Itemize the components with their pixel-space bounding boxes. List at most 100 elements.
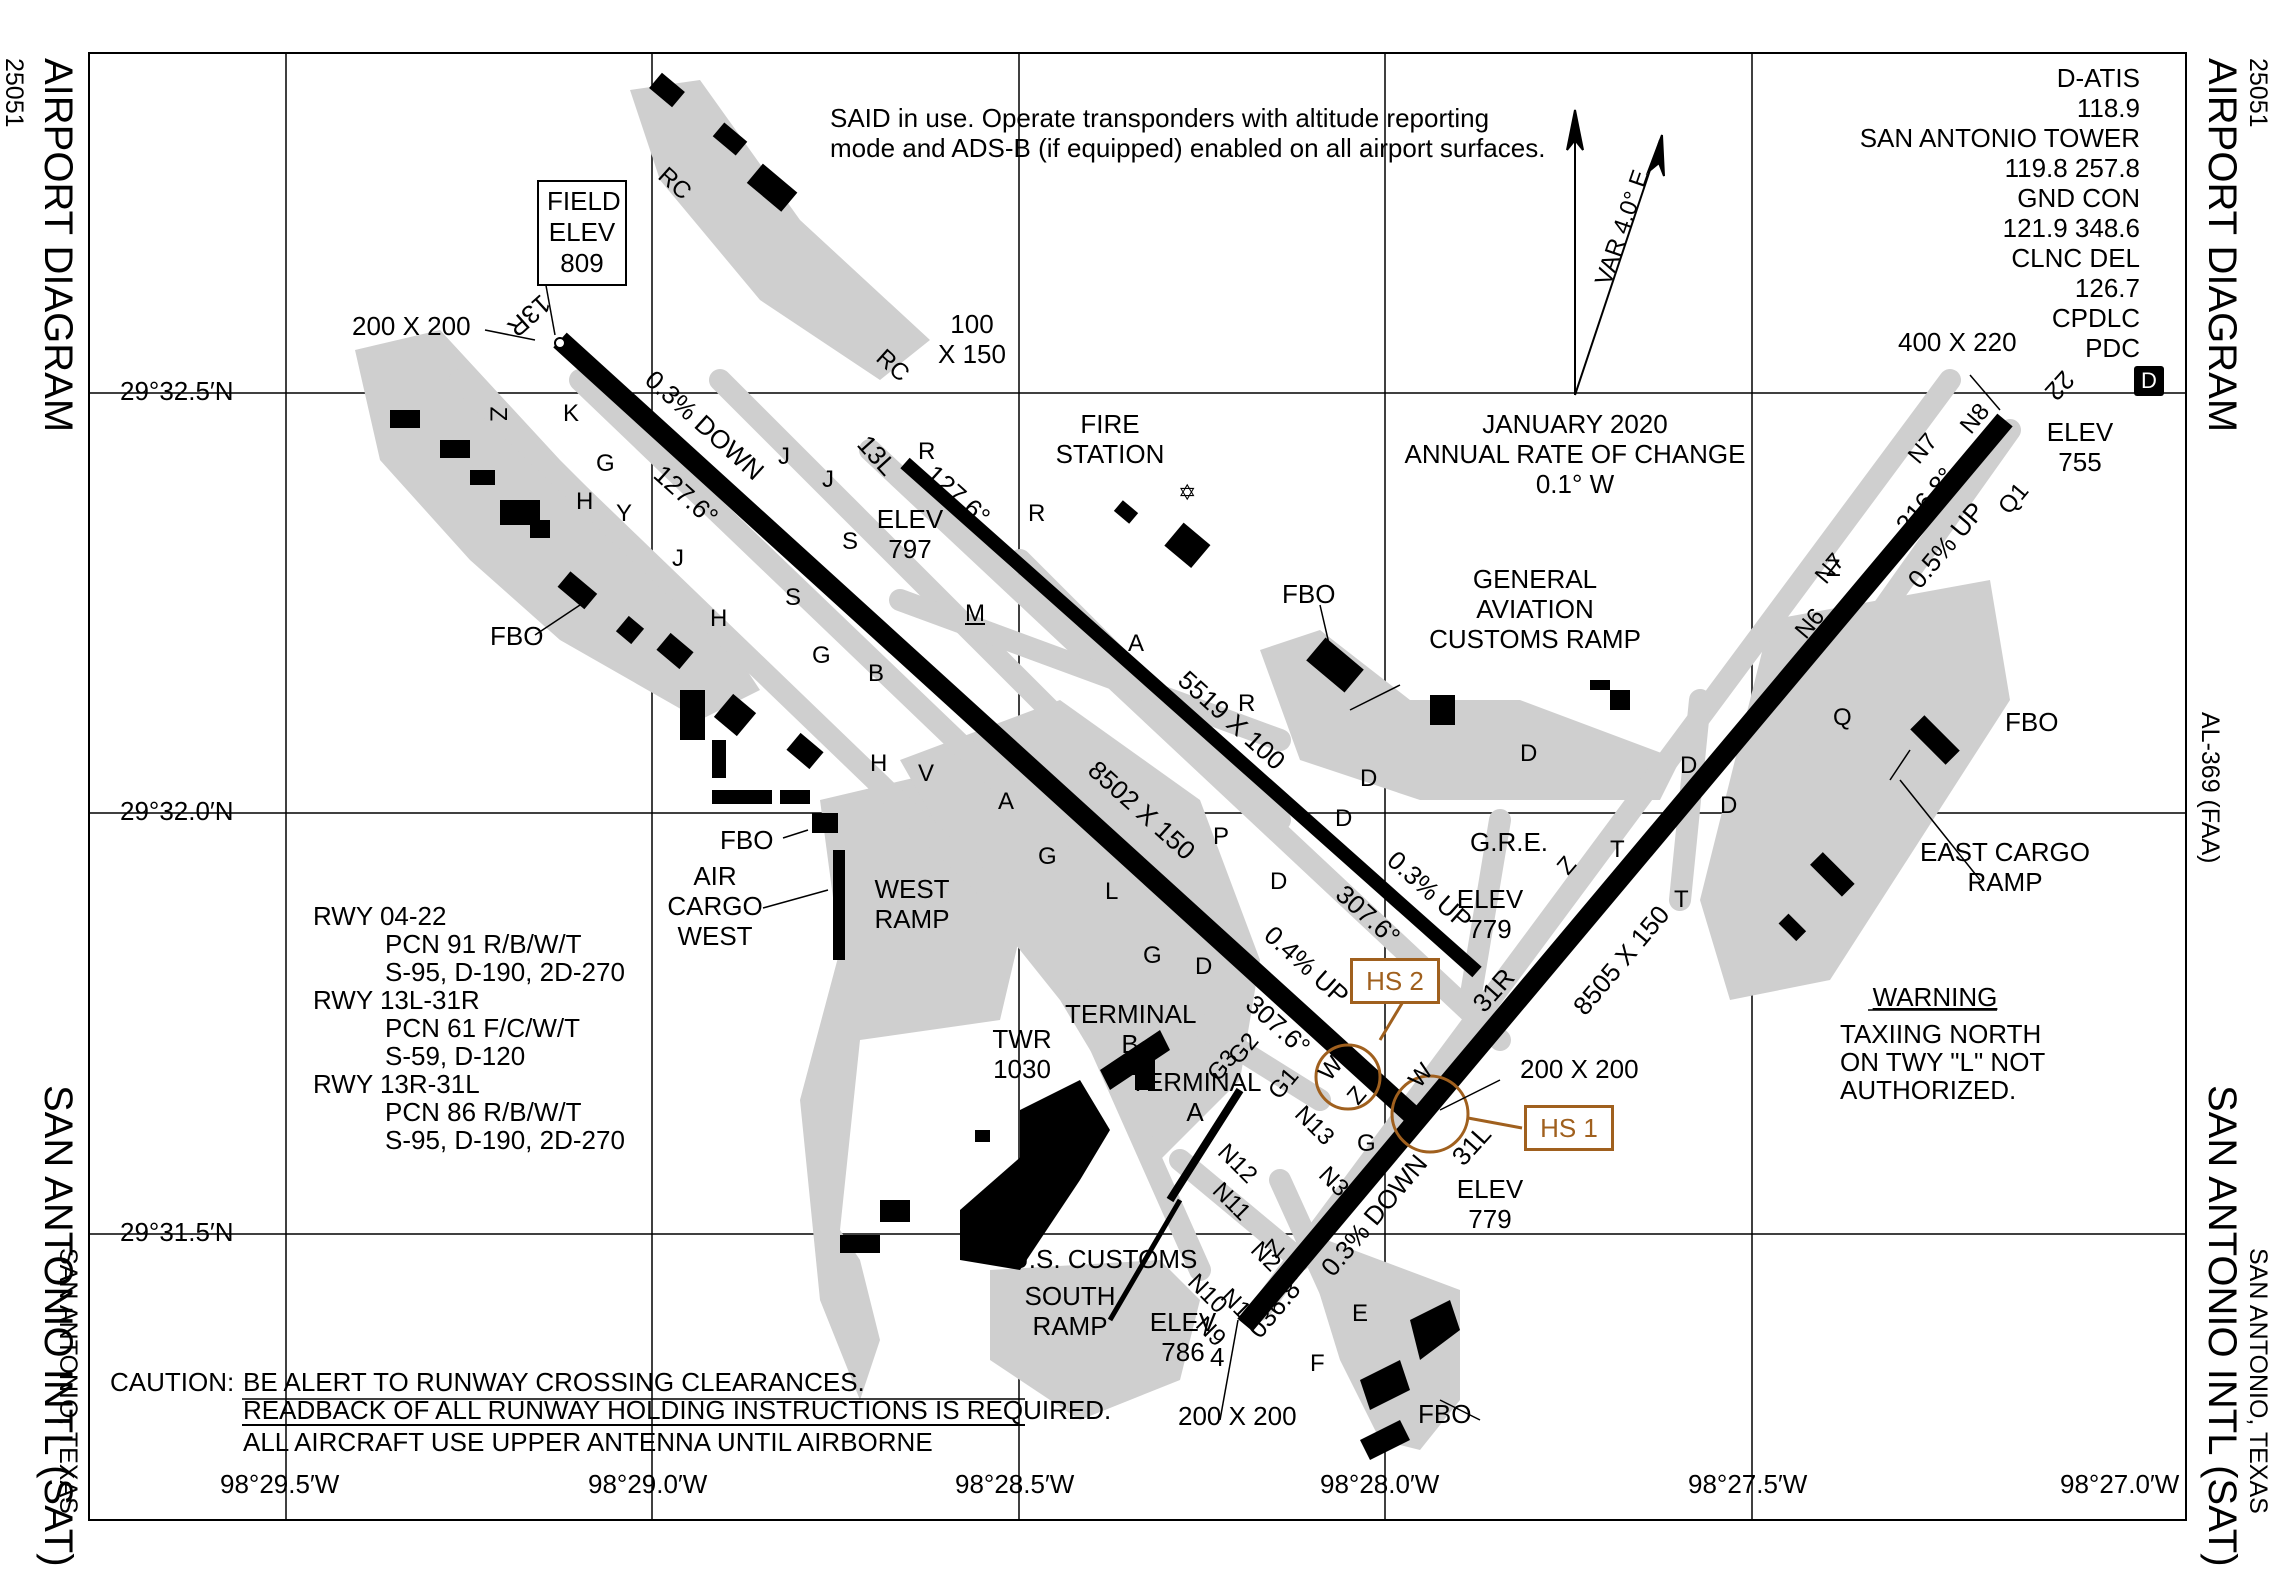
ga-l1: GENERAL <box>1472 564 1598 594</box>
north-arrow <box>1566 109 1584 395</box>
taxiway-label: M <box>965 600 985 627</box>
sr-l2: RAMP <box>1032 1310 1108 1341</box>
chart-number-left: 25051 <box>0 58 28 128</box>
hot-spot-1-box: HS 1 <box>1524 1105 1614 1151</box>
caution-line-3: ALL AIRCRAFT USE UPPER ANTENNA UNTIL AIR… <box>243 1427 933 1457</box>
twr-l1: TWR <box>992 1024 1052 1054</box>
lon-label: 98°28.5′W <box>955 1469 1075 1499</box>
tb-l2: B <box>1121 1028 1139 1059</box>
pad-13l-l1: 100 <box>950 309 994 339</box>
runway-04-22 <box>1237 413 2013 1332</box>
west-ramp-label: WEST RAMP <box>862 874 962 935</box>
map-border <box>88 52 2187 1521</box>
elev-l1: ELEV <box>876 504 944 534</box>
elev-l1: ELEV <box>1149 1307 1217 1337</box>
warning-line: ON TWY "L" NOT <box>1840 1047 2046 1077</box>
lat-label: 29°32.5′N <box>120 376 234 406</box>
taxiway-label: R <box>1028 500 1046 527</box>
variation-date: JANUARY 2020 <box>1482 409 1668 439</box>
lon-label: 98°29.5′W <box>220 1469 340 1499</box>
runways <box>553 332 2013 1332</box>
variation-info: JANUARY 2020 ANNUAL RATE OF CHANGE 0.1° … <box>1380 409 1770 500</box>
title-right: AIRPORT DIAGRAM <box>2200 58 2244 433</box>
taxiway-label: G <box>596 450 615 477</box>
pcn-line: S-95, D-190, 2D-270 <box>385 957 625 987</box>
pcn-block: RWY 04-22 PCN 91 R/B/W/T S-95, D-190, 2D… <box>313 902 625 1154</box>
ga-l2: AVIATION <box>1476 593 1594 624</box>
freq-line: CLNC DEL <box>2011 243 2140 273</box>
frequency-block: D-ATIS 118.9 SAN ANTONIO TOWER 119.8 257… <box>1850 63 2140 363</box>
variation-rate-label: ANNUAL RATE OF CHANGE <box>1404 438 1746 469</box>
caution-prefix: CAUTION: <box>110 1367 235 1397</box>
taxiway-label: R <box>1238 690 1256 717</box>
freq-line: SAN ANTONIO TOWER <box>1859 123 2140 153</box>
air-cargo-west-label: AIR CARGO WEST <box>660 861 770 952</box>
lat-label: 29°31.5′N <box>120 1217 234 1247</box>
fire-station-icon: ✡ <box>1178 480 1197 505</box>
acw-l3: WEST <box>677 920 753 951</box>
elev-l1: ELEV <box>1456 884 1524 914</box>
pad-31l: 200 X 200 <box>1520 1054 1639 1084</box>
fire-l1: FIRE <box>1080 409 1140 439</box>
field-elevation-box: FIELD ELEV 809 <box>537 180 627 286</box>
paved-areas <box>355 80 2010 1450</box>
city-right: SAN ANTONIO, TEXAS <box>2244 1248 2272 1514</box>
pad-13l-l2: X 150 <box>938 338 1006 369</box>
taxiway-label: J <box>822 466 834 493</box>
elev-l1: ELEV <box>2046 417 2114 447</box>
said-note: SAID in use. Operate transponders with a… <box>830 103 1545 164</box>
pad-13r: 200 X 200 <box>352 311 471 341</box>
pcn-line: S-59, D-120 <box>385 1041 526 1071</box>
freq-line: 126.7 <box>2074 273 2140 303</box>
elev-l2: 786 <box>1161 1336 1205 1367</box>
taxiway-label: R <box>918 438 936 465</box>
south-ramp-label: SOUTH RAMP <box>1020 1281 1120 1342</box>
taxiway-label: D <box>1335 805 1353 832</box>
fbo-label: FBO <box>2005 707 2059 737</box>
caution-line-2: READBACK OF ALL RUNWAY HOLDING INSTRUCTI… <box>243 1395 1112 1425</box>
taxiway-label: L <box>1105 878 1119 905</box>
elev-786: ELEV 786 <box>1143 1307 1223 1368</box>
magnetic-variation-arrow <box>1574 134 1665 396</box>
acw-l2: CARGO <box>667 890 763 921</box>
pcn-line: S-95, D-190, 2D-270 <box>385 1125 625 1155</box>
hot-spot-2-circle <box>1314 1043 1382 1111</box>
gre-label: G.R.E. <box>1470 827 1549 857</box>
lat-label: 29°32.0′N <box>120 796 234 826</box>
fire-station-label: FIRE STATION <box>1040 409 1180 470</box>
taxiway-label: G <box>812 642 831 669</box>
terminal-a-label: TERMINAL A <box>1130 1067 1262 1128</box>
city-left: SAN ANTONIO, TEXAS <box>54 1248 82 1514</box>
elev-797: ELEV 797 <box>870 504 950 565</box>
ta-l1: TERMINAL <box>1130 1067 1262 1097</box>
fbo-label: FBO <box>720 825 774 855</box>
ecr-l2: RAMP <box>1967 866 2043 897</box>
freq-line: 119.8 257.8 <box>2004 153 2140 183</box>
runway-04-label: 4 <box>1210 1342 1225 1372</box>
taxiway-label: P <box>1213 823 1230 850</box>
freq-line: 118.9 <box>2076 93 2140 123</box>
pcn-line: PCN 61 F/C/W/T <box>385 1013 581 1043</box>
ta-l2: A <box>1186 1096 1204 1127</box>
freq-line: CPDLC <box>2051 303 2140 333</box>
side-code-right: AL-369 (FAA) <box>2196 712 2224 864</box>
pad-13l: 100 X 150 <box>922 309 1022 370</box>
lon-label: 98°27.0′W <box>2060 1469 2180 1499</box>
taxiway-label: T <box>1674 886 1689 913</box>
taxiway-label: H <box>870 750 888 777</box>
pcn-line: PCN 91 R/B/W/T <box>385 929 582 959</box>
freq-line: 121.9 348.6 <box>2002 213 2140 243</box>
taxiway-label: K <box>563 400 580 427</box>
taxiway-label: H <box>710 605 728 632</box>
elev-l2: 779 <box>1468 1203 1512 1234</box>
taxiway-label: J <box>672 545 684 572</box>
said-line-1: SAID in use. Operate transponders with a… <box>830 103 1490 133</box>
leader-lines <box>484 279 2001 1421</box>
variation-rate: 0.1° W <box>1535 468 1615 499</box>
acw-l1: AIR <box>693 861 737 891</box>
fire-l2: STATION <box>1055 438 1165 469</box>
taxiway-label: H <box>576 488 594 515</box>
taxiway-label: E <box>1352 1300 1369 1327</box>
pad-04: 200 X 200 <box>1178 1401 1297 1431</box>
field-elev-l2: ELEV <box>548 217 616 248</box>
